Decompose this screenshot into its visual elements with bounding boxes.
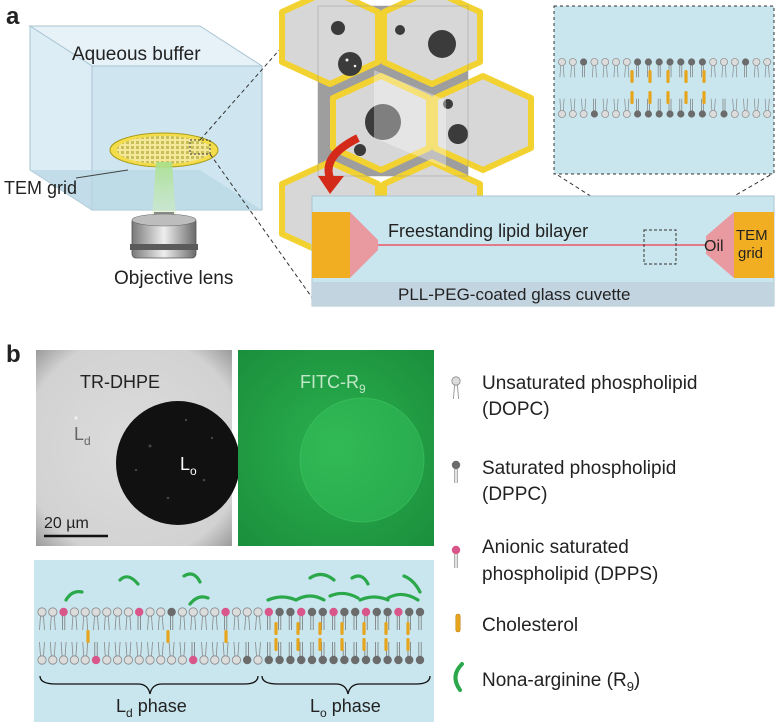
- scale-bar-label: 20 µm: [44, 515, 89, 532]
- unsaturated-lipid-icon: [451, 376, 461, 400]
- ld-phase-label: Ld phase: [116, 696, 187, 720]
- fitc-r9-image: [238, 350, 434, 546]
- legend: Unsaturated phospholipid (DOPC) Saturate…: [451, 373, 698, 694]
- r9-peptide: [350, 574, 370, 586]
- oil-label: Oil: [704, 238, 724, 255]
- cholesterol: [406, 638, 410, 651]
- cholesterol: [648, 70, 652, 83]
- r9-peptide-icon: [453, 662, 464, 692]
- cuvette-label: PLL-PEG-coated glass cuvette: [398, 285, 630, 304]
- bilayer-zoom-box: [553, 5, 775, 175]
- legend-anionic-line1: Anionic saturated: [482, 537, 629, 558]
- panel-b-label: b: [6, 341, 21, 368]
- cuvette-box: [28, 25, 264, 211]
- cholesterol: [296, 622, 300, 635]
- legend-unsat-line1: Unsaturated phospholipid: [482, 373, 698, 394]
- cholesterol: [318, 622, 322, 635]
- cholesterol: [684, 70, 688, 83]
- objective-lens-label: Objective lens: [114, 268, 233, 289]
- cholesterol: [702, 91, 706, 104]
- r9-peptide: [182, 572, 202, 584]
- legend-sat-line1: Saturated phospholipid: [482, 458, 676, 479]
- panel-a-label: a: [6, 3, 20, 30]
- r9-peptide: [386, 592, 420, 602]
- aqueous-buffer-label: Aqueous buffer: [72, 44, 201, 65]
- cholesterol: [296, 638, 300, 651]
- cholesterol: [340, 622, 344, 635]
- cholesterol: [166, 630, 170, 643]
- saturated-lipid-icon: [451, 460, 461, 484]
- tr-dhpe-label: TR-DHPE: [80, 372, 160, 392]
- legend-cholesterol: Cholesterol: [482, 615, 578, 636]
- light-beam: [152, 162, 176, 218]
- cholesterol: [318, 638, 322, 651]
- legend-sat-line2: (DPPC): [482, 484, 547, 505]
- cholesterol: [362, 622, 366, 635]
- cross-section: [311, 195, 775, 307]
- lo-image-label: Lo: [180, 454, 197, 478]
- cholesterol: [702, 70, 706, 83]
- membrane-molecules: [37, 572, 425, 665]
- cholesterol: [406, 622, 410, 635]
- anionic-lipid-icon: [451, 545, 461, 569]
- cholesterol: [666, 70, 670, 83]
- bilayer-zoom-molecules: [558, 58, 772, 118]
- r9-peptide: [402, 574, 422, 594]
- cholesterol: [630, 91, 634, 104]
- r9-peptide: [358, 595, 390, 602]
- cholesterol: [648, 91, 652, 104]
- r9-peptide: [328, 591, 360, 600]
- cholesterol: [86, 630, 90, 643]
- zoom-arrow-icon: [324, 134, 360, 180]
- legend-unsat-line2: (DOPC): [482, 399, 550, 420]
- cholesterol: [224, 630, 228, 643]
- ld-image-label: Ld: [74, 424, 91, 448]
- cholesterol: [384, 622, 388, 635]
- cholesterol: [340, 638, 344, 651]
- cholesterol: [666, 91, 670, 104]
- lo-phase-label: Lo phase: [310, 696, 381, 720]
- cholesterol: [630, 70, 634, 83]
- tem-label: TEM: [736, 227, 768, 244]
- r9-peptide: [266, 595, 298, 602]
- cholesterol: [362, 638, 366, 651]
- legend-r9: Nona-arginine (R9): [482, 670, 640, 694]
- legend-anionic-line2: phospholipid (DPPS): [482, 564, 658, 585]
- r9-peptide: [118, 575, 140, 586]
- fitc-label: FITC-R9: [300, 372, 366, 396]
- cholesterol: [684, 91, 688, 104]
- cholesterol: [384, 638, 388, 651]
- r9-peptide: [294, 594, 326, 602]
- cholesterol: [274, 638, 278, 651]
- tem-grid-label: TEM grid: [4, 178, 77, 198]
- phase-braces: [39, 675, 431, 695]
- r9-peptide: [64, 590, 84, 602]
- tr-dhpe-image: [36, 350, 240, 546]
- cholesterol: [274, 622, 278, 635]
- r9-peptide: [188, 595, 210, 606]
- grid-label: grid: [738, 245, 763, 262]
- membrane-schematic: [34, 560, 434, 722]
- cholesterol-icon: [455, 613, 461, 633]
- r9-peptide: [308, 572, 336, 582]
- objective-lens-icon: [130, 212, 198, 259]
- freestanding-label: Freestanding lipid bilayer: [388, 221, 588, 241]
